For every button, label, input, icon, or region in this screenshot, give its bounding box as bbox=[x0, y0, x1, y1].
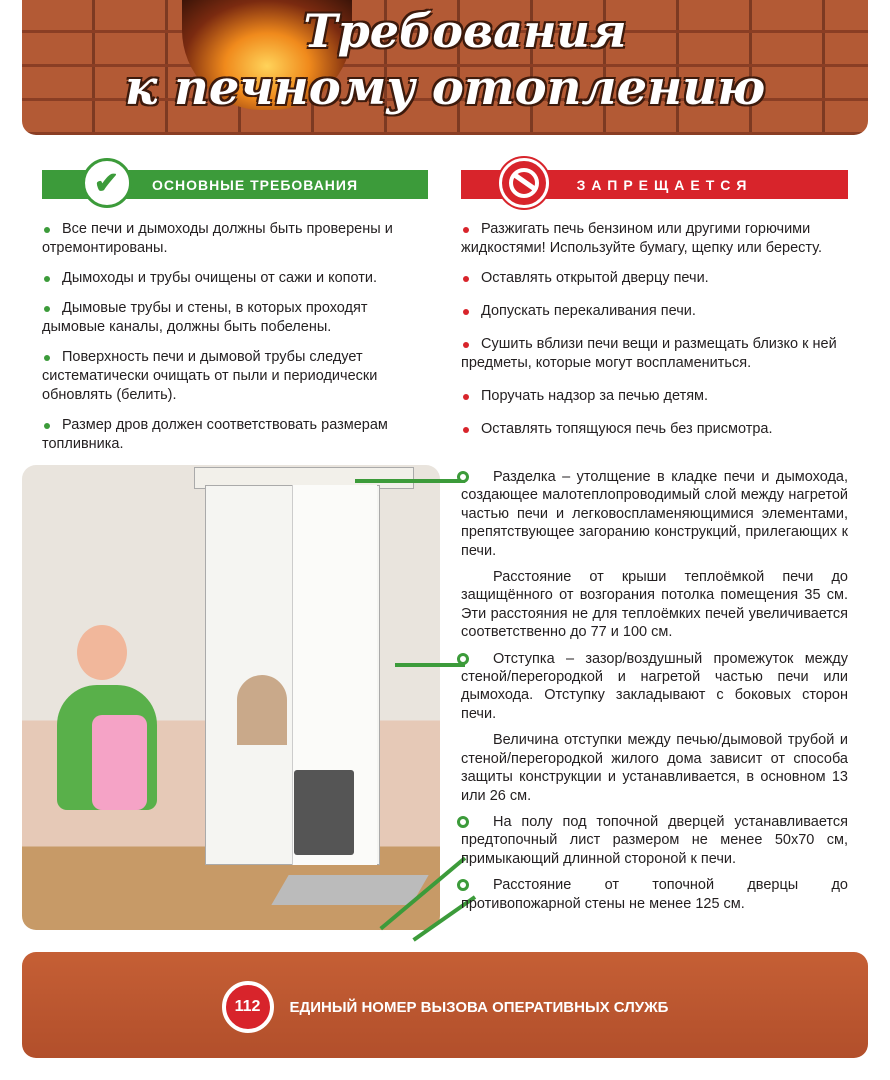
title-line-1: Требования bbox=[303, 4, 627, 58]
pin-icon bbox=[457, 471, 469, 483]
arrow-icon bbox=[355, 479, 465, 483]
detail-paragraph: Расстояние от крыши теплоёмкой печи до з… bbox=[461, 569, 848, 641]
title-line-2: к печному отоплению bbox=[124, 60, 766, 116]
footer-banner: 112 ЕДИНЫЙ НОМЕР ВЫЗОВА ОПЕРАТИВНЫХ СЛУЖ… bbox=[22, 952, 868, 1058]
forbidden-title: ЗАПРЕЩАЕТСЯ bbox=[576, 176, 753, 193]
detail-paragraph: На полу под топочной дверцей устанавлива… bbox=[457, 813, 848, 868]
woman-figure bbox=[57, 625, 167, 865]
check-icon: ✔ bbox=[82, 158, 132, 208]
detail-paragraph: Разделка – утолщение в кладке печи и дым… bbox=[457, 468, 848, 560]
required-header: ✔ ОСНОВНЫЕ ТРЕБОВАНИЯ bbox=[42, 158, 428, 208]
pin-icon bbox=[457, 652, 469, 665]
required-list: Все печи и дымоходы должны быть проверен… bbox=[42, 220, 422, 465]
forbidden-header: ЗАПРЕЩАЕТСЯ bbox=[461, 158, 848, 208]
forbidden-list: Разжигать печь бензином или другими горю… bbox=[461, 220, 856, 450]
list-item: Разжигать печь бензином или другими горю… bbox=[461, 220, 856, 258]
details-text: Разделка – утолщение в кладке печи и дым… bbox=[457, 468, 848, 921]
arrow-icon bbox=[395, 663, 465, 667]
list-item: Дымовые трубы и стены, в которых проходя… bbox=[42, 299, 422, 337]
list-item: Оставлять топящуюся печь без присмотра. bbox=[461, 420, 856, 439]
detail-paragraph: Расстояние от топочной дверцы до противо… bbox=[457, 876, 848, 913]
emergency-number-badge: 112 bbox=[221, 981, 274, 1033]
firebox-door bbox=[294, 770, 354, 855]
pin-icon bbox=[457, 815, 469, 828]
stove-niche bbox=[237, 675, 287, 745]
list-item: Поручать надзор за печью детям. bbox=[461, 387, 856, 406]
list-item: Все печи и дымоходы должны быть проверен… bbox=[42, 220, 422, 258]
pre-furnace-sheet bbox=[271, 875, 429, 905]
pin-icon bbox=[457, 879, 469, 892]
list-item: Поверхность печи и дымовой трубы следует… bbox=[42, 348, 422, 405]
stove-illustration bbox=[22, 465, 440, 930]
list-item: Дымоходы и трубы очищены от сажи и копот… bbox=[42, 269, 422, 288]
emergency-text: ЕДИНЫЙ НОМЕР ВЫЗОВА ОПЕРАТИВНЫХ СЛУЖБ bbox=[289, 998, 669, 1016]
list-item: Размер дров должен соответствовать разме… bbox=[42, 416, 422, 454]
list-item: Сушить вблизи печи вещи и размещать близ… bbox=[461, 335, 856, 373]
detail-paragraph: Отступка – зазор/воздушный промежуток ме… bbox=[457, 650, 848, 724]
header-banner: Требования к печному отоплению bbox=[22, 0, 868, 135]
detail-paragraph: Величина отступки между печью/дымовой тр… bbox=[461, 732, 848, 804]
list-item: Допускать перекаливания печи. bbox=[461, 302, 856, 321]
prohibited-icon bbox=[499, 158, 549, 208]
list-item: Оставлять открытой дверцу печи. bbox=[461, 269, 856, 288]
required-title: ОСНОВНЫЕ ТРЕБОВАНИЯ bbox=[151, 176, 359, 193]
